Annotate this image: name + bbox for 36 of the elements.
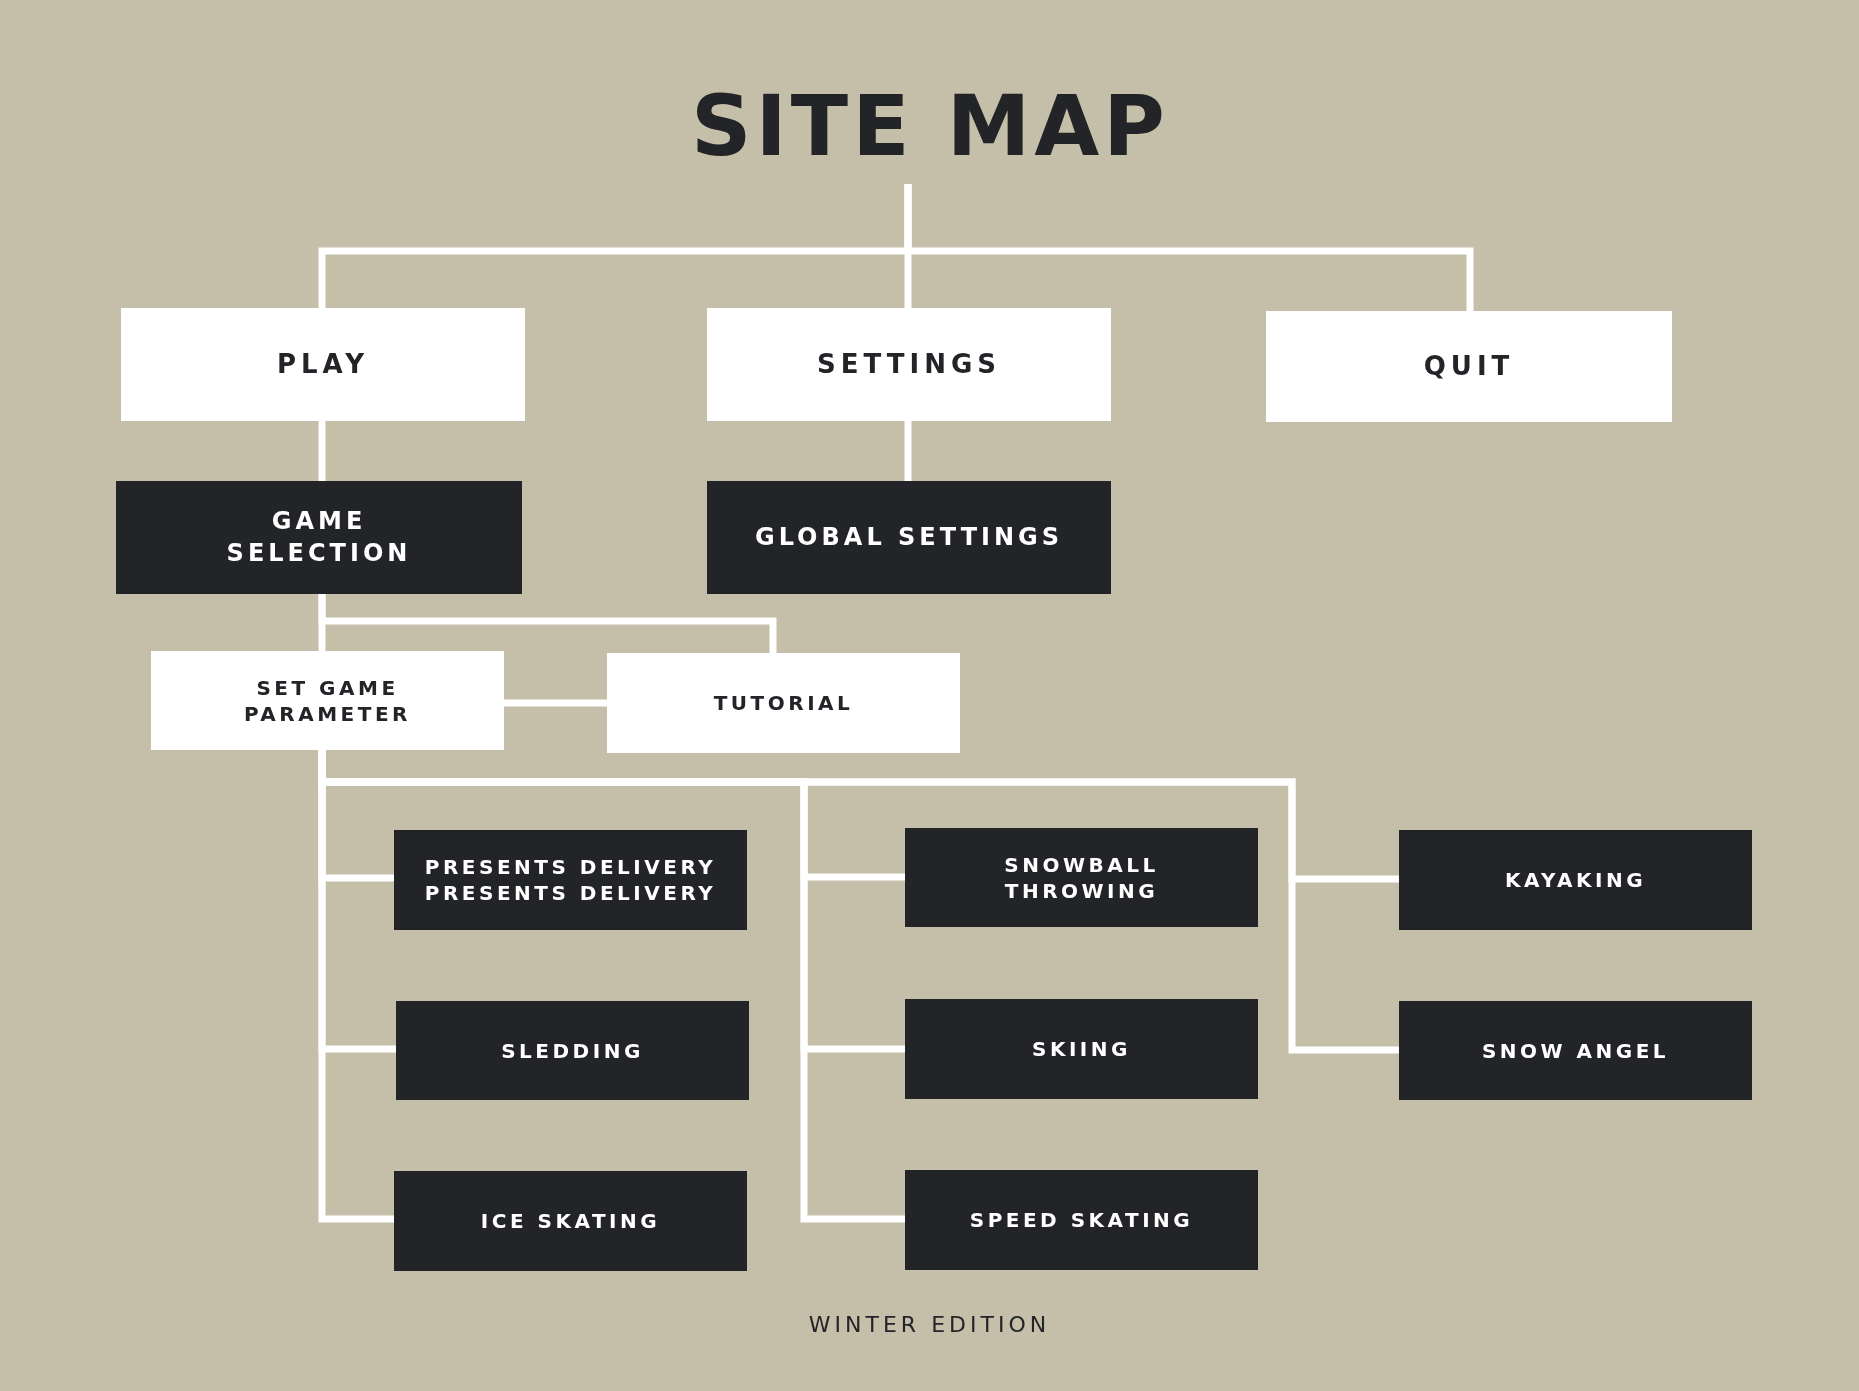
node-label: SITE MAP <box>691 76 1169 178</box>
node-label: SPEED SKATING <box>969 1207 1194 1233</box>
node-label: SNOW ANGEL <box>1481 1037 1670 1064</box>
node-label: SETTINGS <box>816 347 1002 381</box>
node-box <box>1266 311 1672 422</box>
node-box <box>1399 1001 1752 1100</box>
node-box <box>116 481 522 594</box>
connector-line <box>318 421 326 481</box>
node-label: KAYAKING <box>1504 867 1647 893</box>
connector-line <box>904 421 912 481</box>
node-label: QUIT <box>1423 349 1515 383</box>
node-box <box>394 1171 747 1271</box>
node-label: PRESENTS DELIVERY PRESENTS DELIVERY <box>423 854 718 906</box>
node-box <box>121 308 525 421</box>
node-box <box>707 308 1111 421</box>
node-box <box>394 830 747 930</box>
node-box <box>1399 830 1752 930</box>
node-label: ICE SKATING <box>480 1208 661 1234</box>
node-box <box>905 999 1258 1099</box>
node-box <box>905 1170 1258 1270</box>
node-box <box>707 481 1111 594</box>
footer-note: WINTER EDITION <box>807 1312 1052 1337</box>
node-label: SNOWBALL THROWING <box>1003 851 1160 904</box>
node-label: TUTORIAL <box>713 690 854 716</box>
node-box <box>396 1001 749 1100</box>
node-box <box>905 828 1258 927</box>
node-label: SLEDDING <box>501 1037 644 1064</box>
node-box <box>607 653 960 753</box>
node-label: SKIING <box>1032 1036 1131 1062</box>
node-label: GLOBAL SETTINGS <box>755 521 1063 553</box>
node-label: SET GAME PARAMETER <box>243 674 412 727</box>
connector-line <box>318 594 777 653</box>
connector-line <box>504 699 607 707</box>
node-box <box>151 651 504 750</box>
node-label: PLAY <box>276 347 370 381</box>
node-label: GAME SELECTION <box>225 506 413 569</box>
